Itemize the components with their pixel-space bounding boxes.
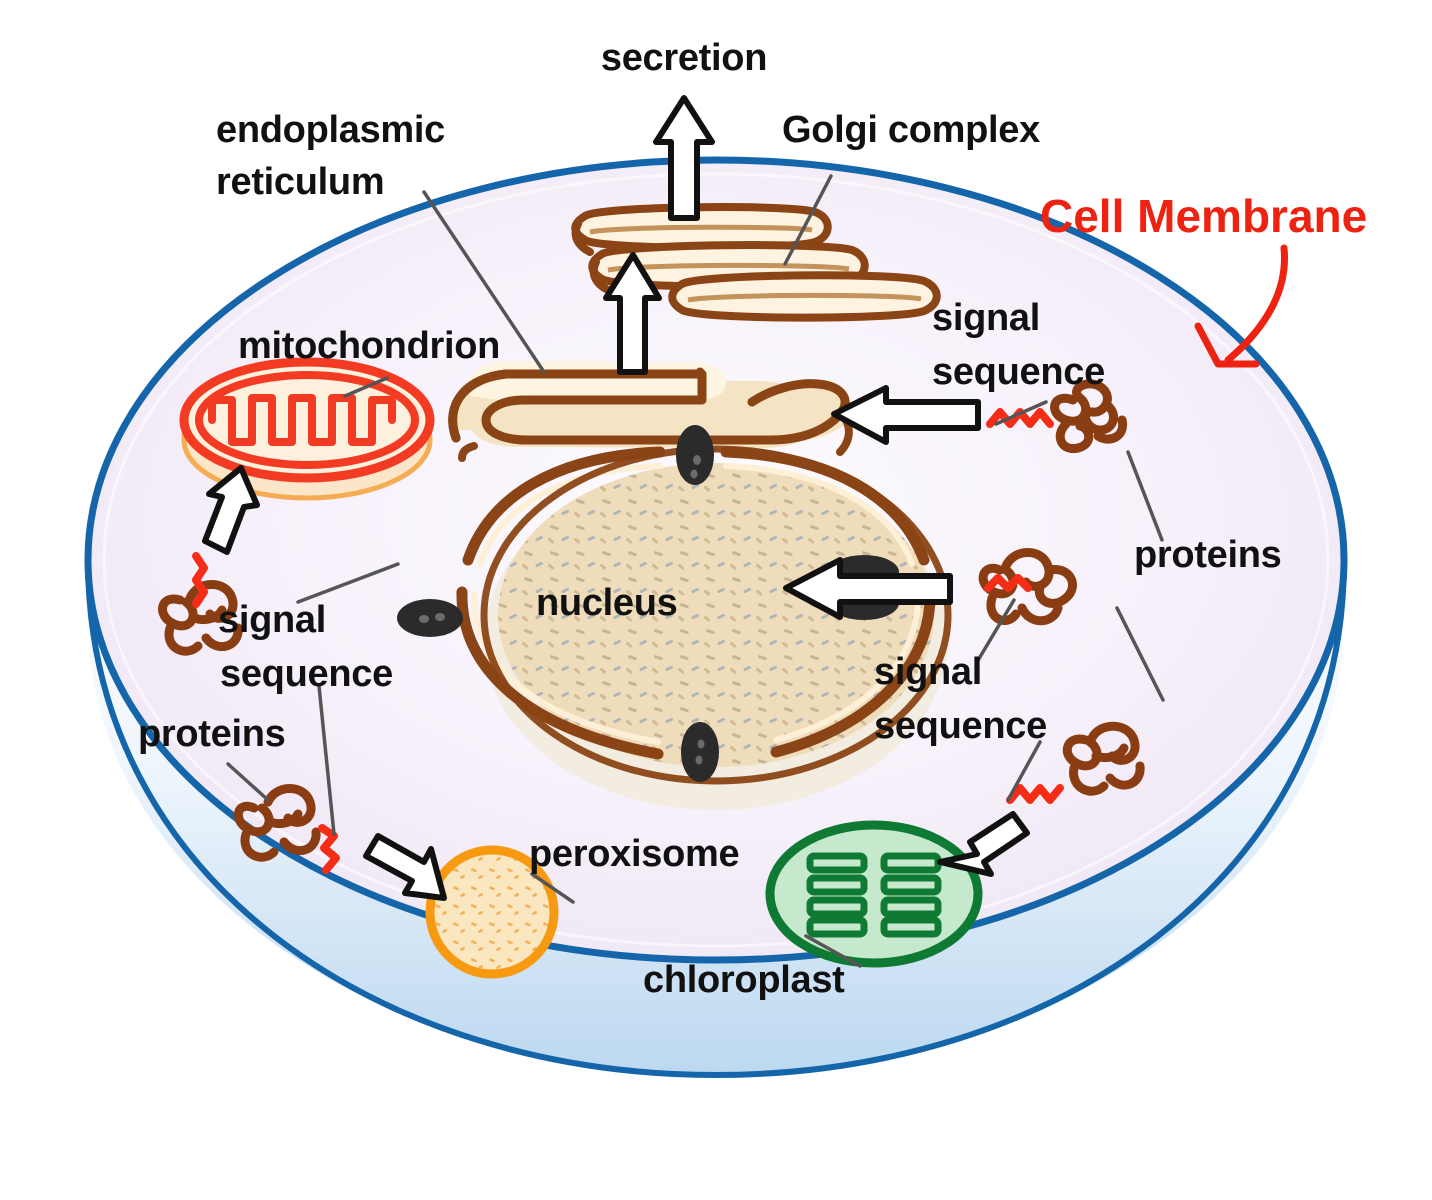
leader-signal-sequence-mid-right: [975, 598, 1016, 664]
mitochondrion-shape: [179, 357, 435, 501]
label-signal-sequence-mid-right-line2: sequence: [874, 705, 1047, 747]
protein-lower-right: [1062, 721, 1145, 796]
leader-proteins-right-upper: [1126, 450, 1164, 542]
leader-signal-sequence-left: [296, 562, 400, 604]
label-proteins-left: proteins: [138, 713, 286, 755]
label-signal-sequence-top-right-line1: signal: [932, 297, 1041, 339]
label-signal-sequence-top-right-line2: sequence: [932, 351, 1105, 393]
leader-signal-sequence-top-right: [994, 400, 1048, 426]
protein-to-er-arrow: [831, 385, 981, 445]
label-proteins-right: proteins: [1134, 534, 1282, 576]
label-endoplasmic-reticulum-line2: reticulum: [216, 161, 385, 203]
protein-lower-left: [234, 784, 321, 862]
leader-golgi-complex: [783, 174, 833, 266]
cell-membrane-pointer: [1194, 244, 1288, 368]
protein-to-mitochondrion-arrow: [202, 465, 260, 555]
label-peroxisome: peroxisome: [529, 833, 740, 875]
label-endoplasmic-reticulum-line1: endoplasmic: [216, 109, 445, 151]
label-signal-sequence-left-line2: sequence: [220, 653, 393, 695]
er-to-golgi-arrow: [603, 252, 662, 375]
label-mitochondrion: mitochondrion: [238, 325, 501, 367]
leader-signal-sequence-lower-left: [317, 684, 336, 836]
peroxisome-shape: [425, 845, 559, 979]
secretion-arrow: [653, 95, 715, 221]
signal-sequence-lower-right-zigzag: [1006, 784, 1064, 804]
protein-top-right: [1050, 379, 1128, 454]
leader-signal-sequence-lower-right: [1006, 740, 1042, 802]
golgi-complex-shape: [571, 203, 941, 322]
signal-sequence-left-zigzag: [192, 552, 208, 608]
protein-to-chloroplast-arrow: [937, 811, 1030, 877]
protein-to-peroxisome-arrow: [363, 833, 447, 901]
label-nucleus: nucleus: [536, 582, 678, 624]
label-signal-sequence-mid-right-line1: signal: [874, 651, 983, 693]
nucleus-shape: [397, 425, 952, 810]
leader-proteins-left: [226, 762, 270, 802]
leader-proteins-right-lower: [1115, 606, 1165, 702]
leader-peroxisome: [530, 872, 575, 904]
label-signal-sequence-left-line1: signal: [218, 599, 327, 641]
label-cell-membrane: Cell Membrane: [1040, 190, 1368, 242]
protein-to-nucleus-arrow: [783, 557, 953, 620]
label-secretion: secretion: [600, 37, 768, 79]
label-golgi-complex: Golgi complex: [782, 109, 1040, 151]
label-chloroplast: chloroplast: [643, 959, 845, 1001]
signal-sequence-mid-right-zigzag: [984, 574, 1032, 592]
endoplasmic-reticulum-shape: [448, 361, 854, 462]
leader-mitochondrion: [343, 376, 389, 398]
leader-endoplasmic-reticulum: [422, 190, 546, 374]
chloroplast-shape: [765, 820, 983, 968]
leader-chloroplast: [804, 934, 862, 968]
signal-sequence-lower-left-zigzag: [318, 824, 340, 874]
